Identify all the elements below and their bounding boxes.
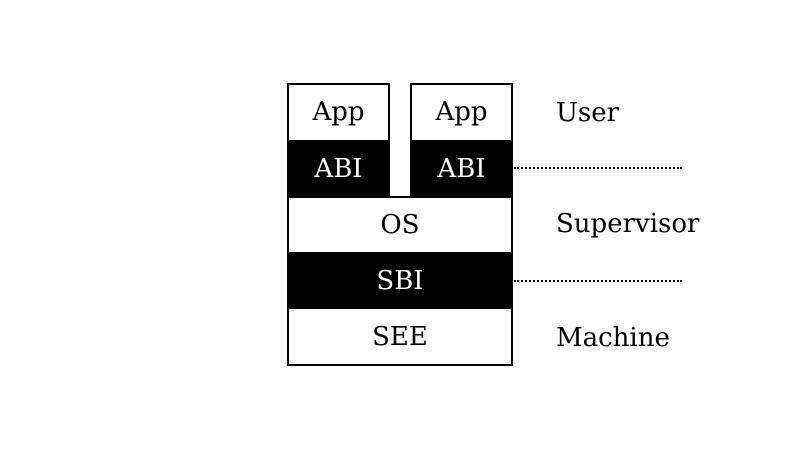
supervisor-machine-boundary-line xyxy=(514,280,682,282)
os-label: OS xyxy=(380,209,420,240)
os-box: OS xyxy=(288,197,512,252)
user-supervisor-boundary-line xyxy=(514,167,682,169)
see-box: SEE xyxy=(288,309,512,365)
left-abi-label: ABI xyxy=(314,153,363,184)
right-app-box: App xyxy=(411,84,512,140)
supervisor-level-label: Supervisor xyxy=(556,209,700,239)
left-abi-box: ABI xyxy=(288,140,389,197)
right-abi-label: ABI xyxy=(437,153,486,184)
left-app-box: App xyxy=(288,84,389,140)
sbi-label: SBI xyxy=(376,265,424,296)
left-app-label: App xyxy=(312,97,365,127)
right-abi-box: ABI xyxy=(411,140,512,197)
right-app-label: App xyxy=(435,97,488,127)
sbi-box: SBI xyxy=(288,252,512,309)
see-label: SEE xyxy=(372,322,428,352)
user-level-label: User xyxy=(556,98,620,128)
machine-level-label: Machine xyxy=(556,323,670,353)
